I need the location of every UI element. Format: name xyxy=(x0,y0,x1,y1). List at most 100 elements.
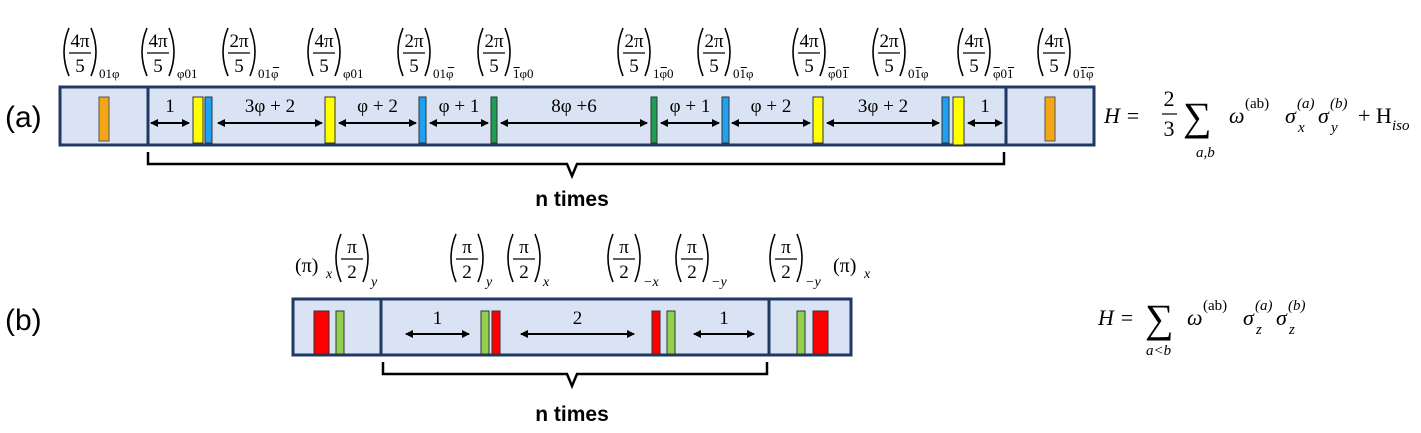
fraction-numerator: 4π xyxy=(148,31,168,52)
panel-a-hamiltonian: H = 2 3 ∑ a,b ω (ab) σ (a) x σ (b) y + H… xyxy=(1103,86,1410,161)
interval-label: 1 xyxy=(165,96,175,117)
left-paren xyxy=(607,233,614,283)
pulse-label-a-8: 2π 5 01φ xyxy=(697,27,754,81)
fraction-numerator: 2π xyxy=(624,31,644,52)
fraction-denominator: 5 xyxy=(804,56,814,77)
fraction-denominator: 5 xyxy=(969,56,979,77)
pulse-red xyxy=(812,310,829,355)
ham-b-sigma2-sup: (b) xyxy=(1288,298,1306,314)
ham-a-sum-sign: ∑ xyxy=(1183,94,1212,139)
pulse-subscript: 01φ xyxy=(433,66,454,81)
left-paren xyxy=(307,27,314,77)
pulse-subscript: −y xyxy=(711,275,727,290)
interval-label: 3φ + 2 xyxy=(858,96,908,117)
pulse-green-light xyxy=(666,310,676,355)
pulse-subscript: φ01 xyxy=(177,66,198,81)
interval-label: 3φ + 2 xyxy=(245,96,295,117)
pulse-red xyxy=(313,310,330,355)
ham-b-sum-sub: a<b xyxy=(1146,343,1172,359)
interval-a-5: 8φ +6 xyxy=(500,96,648,127)
pulse-green-light xyxy=(796,310,806,355)
interval-a-7: φ + 2 xyxy=(731,96,811,127)
interval-label: 1 xyxy=(433,308,443,329)
interval-a-8: 3φ + 2 xyxy=(826,96,940,127)
fraction-denominator: 5 xyxy=(629,56,639,77)
interval-a-2: 3φ + 2 xyxy=(217,96,323,127)
interval-a-6: φ + 1 xyxy=(660,96,720,127)
panel-a-brace xyxy=(146,152,1006,180)
ham-a-lead: H = xyxy=(1103,103,1140,128)
left-paren xyxy=(769,233,776,283)
pulse-subscript: −y xyxy=(805,275,821,290)
pulse-label-b-1: (π)x xyxy=(295,255,333,282)
pulse-subscript: 1φ0 xyxy=(653,66,674,81)
right-paren xyxy=(644,27,651,77)
interval-label: φ + 2 xyxy=(357,96,398,117)
right-paren xyxy=(168,27,175,77)
fraction-numerator: 4π xyxy=(964,31,984,52)
pulse-label-b-5: π2−x xyxy=(607,233,659,290)
left-paren xyxy=(957,27,964,77)
pulse-blue xyxy=(941,96,950,144)
fraction-denominator: 5 xyxy=(409,56,419,77)
pulse-orange xyxy=(98,96,110,142)
left-paren xyxy=(675,233,682,283)
right-paren xyxy=(984,27,991,77)
fraction-numerator: π xyxy=(462,237,472,258)
pulse-subscript: 01φ xyxy=(258,66,279,81)
interval-b-3: 1 xyxy=(693,308,755,338)
pulse-red xyxy=(491,310,501,355)
fraction: π2 xyxy=(769,233,803,283)
left-paren xyxy=(397,27,404,77)
ham-a-sigma1-sub: x xyxy=(1297,120,1305,136)
ham-b-omega: ω xyxy=(1187,305,1203,330)
pulse-blue xyxy=(721,96,730,144)
panel-a-label: (a) xyxy=(5,101,42,134)
interval-a-3: φ + 2 xyxy=(338,96,417,127)
pulse-subscript: 01φ xyxy=(733,66,754,81)
ham-b-sigma1-sup: (a) xyxy=(1255,298,1273,314)
left-paren xyxy=(222,27,229,77)
pulse-yellow xyxy=(952,96,965,146)
ham-a-frac-num: 2 xyxy=(1164,86,1175,111)
ham-b-sigma1-sub: z xyxy=(1255,322,1262,338)
ham-a-sigma2-sup: (b) xyxy=(1330,96,1348,112)
fraction-numerator: π xyxy=(687,237,697,258)
fraction-numerator: 2π xyxy=(879,31,899,52)
right-paren xyxy=(899,27,906,77)
fraction-denominator: 5 xyxy=(1049,56,1059,77)
left-paren xyxy=(697,27,704,77)
fraction-numerator: π xyxy=(519,237,529,258)
pulse-subscript: 01φ xyxy=(99,66,120,81)
interval-b-1: 1 xyxy=(405,308,470,338)
fraction-numerator: 4π xyxy=(314,31,334,52)
right-paren xyxy=(362,233,369,283)
left-paren xyxy=(450,233,457,283)
fraction: π2 xyxy=(607,233,641,283)
fraction-denominator: 5 xyxy=(489,56,499,77)
interval-a-9: 1 xyxy=(967,96,1003,127)
fraction-numerator: 2π xyxy=(229,31,249,52)
pulse-subscript: −x xyxy=(643,275,659,290)
fraction-denominator: 5 xyxy=(884,56,894,77)
fraction-denominator: 5 xyxy=(709,56,719,77)
ham-b-sigma2-sub: z xyxy=(1288,322,1295,338)
panel-b-hamiltonian: H = ∑ a<b ω (ab) σ (a) z σ (b) z xyxy=(1097,296,1306,359)
pulse-blue xyxy=(204,96,213,144)
ham-a-omega-sup: (ab) xyxy=(1245,96,1269,112)
fraction-numerator: 2π xyxy=(704,31,724,52)
right-paren xyxy=(534,233,541,283)
right-paren xyxy=(724,27,731,77)
right-paren xyxy=(1064,27,1071,77)
fraction: π2 xyxy=(450,233,484,283)
pulse-yellow xyxy=(324,96,336,144)
